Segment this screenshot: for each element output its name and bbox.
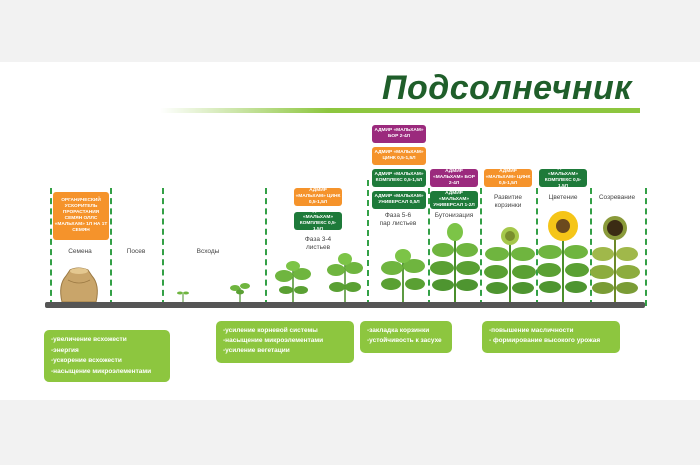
stage-divider bbox=[50, 188, 52, 306]
benefit-item: -усиление вегетации bbox=[223, 347, 290, 354]
stage-divider bbox=[645, 188, 647, 306]
stage-divider bbox=[162, 188, 164, 306]
benefit-item: -насыщение микроэлементами bbox=[223, 337, 324, 344]
basket-plant-icon bbox=[484, 227, 536, 302]
benefit-item: -ускорение всхожести bbox=[51, 357, 122, 364]
tag-phase56-zinc: АДМИР «МАЛЬХАМ» ЦИНК 0,5-1,5Л bbox=[372, 147, 426, 165]
stage-label-seeds: Семена bbox=[68, 248, 92, 255]
tag-phase56-bor: АДМИР «МАЛЬХАМ» БОР 2-4Л bbox=[372, 125, 426, 143]
stage-label-phase34: Фаза 3-4 листьев bbox=[304, 236, 332, 251]
leafy-plant-icon bbox=[381, 249, 425, 302]
tag-budding-bor: АДМИР «МАЛЬХАМ» БОР 2-4Л bbox=[430, 169, 478, 187]
benefit-item: -энергия bbox=[51, 346, 79, 354]
tag-phase56-universal: АДМИР «МАЛЬХАМ» УНИВЕРСАЛ 0,5Л bbox=[372, 191, 426, 209]
tag-phase56-complex: АДМИР «МАЛЬХАМ» КОМПЛЕКС 0,5-1,5Л bbox=[372, 169, 426, 187]
seedling-icon bbox=[230, 283, 250, 302]
stage-label-basket: Развитие корзинки bbox=[494, 194, 522, 209]
tag-phase34-zinc: АДМИР «МАЛЬХАМ» ЦИНК 0,5-1,5Л bbox=[294, 188, 342, 206]
stage-divider bbox=[110, 188, 112, 306]
benefit-item: -насыщение микроэлементами bbox=[51, 367, 152, 375]
benefit-item: -усиление корневой системы bbox=[223, 327, 318, 334]
benefit-item: -устойчивость к засухе bbox=[367, 337, 442, 344]
benefit-item: -повышение масличности bbox=[489, 327, 574, 334]
stage-label-ripening: Созревание bbox=[598, 194, 636, 201]
sunflower-icon bbox=[537, 211, 589, 302]
stage-divider bbox=[265, 188, 267, 306]
stage-label-shoots: Всходы bbox=[196, 248, 220, 255]
benefit-item: - формирование высокого урожая bbox=[489, 337, 601, 344]
stage-divider bbox=[428, 188, 430, 306]
stage-label-flowering: Цветение bbox=[548, 194, 578, 201]
stage-divider bbox=[367, 180, 369, 306]
young-plant-icon bbox=[275, 261, 311, 302]
stage-label-sowing: Посев bbox=[126, 248, 146, 255]
benefits-box-late: -повышение масличности - формирование вы… bbox=[482, 321, 620, 353]
benefit-item: -закладка корзинки bbox=[367, 327, 430, 334]
stage-divider bbox=[480, 188, 482, 306]
tag-flowering-complex: АДМИР «МАЛЬХАМ» КОМПЛЕКС 0,5-1,5Л bbox=[539, 166, 587, 189]
tag-budding-universal: АДМИР «МАЛЬХАМ» УНИВЕРСАЛ 1-2Л bbox=[430, 191, 478, 209]
tag-phase34-complex: АДМИР «МАЛЬХАМ» КОМПЛЕКС 0,5-1,5Л bbox=[294, 209, 342, 232]
ground-line bbox=[45, 302, 645, 308]
stage-divider bbox=[536, 188, 538, 306]
stage-label-phase56: Фаза 5-6 пар листьев bbox=[379, 212, 417, 227]
ripe-sunflower-icon bbox=[590, 216, 640, 302]
stage-label-budding: Бутонизация bbox=[434, 212, 474, 219]
seed-sack-icon bbox=[60, 267, 98, 303]
benefit-item: -увеличение всхожести bbox=[51, 336, 127, 343]
young-plant-icon bbox=[327, 253, 363, 302]
benefits-box-seeds: -увеличение всхожести -энергия -ускорени… bbox=[44, 330, 170, 382]
title-underline bbox=[160, 108, 640, 113]
page-title: Подсолнечник bbox=[382, 69, 633, 107]
budding-plant-icon bbox=[430, 223, 480, 302]
benefits-box-early: -усиление корневой системы -насыщение ми… bbox=[216, 321, 354, 363]
tag-seed-accelerator: ОРГАНИЧЕСКИЙ УСКОРИТЕЛЬ ПРОРАСТАНИЯ СЕМЯ… bbox=[53, 192, 109, 240]
tag-basket-zinc: АДМИР «МАЛЬХАМ» ЦИНК 0,5-1,5Л bbox=[484, 169, 532, 187]
stage-divider bbox=[590, 188, 592, 306]
benefits-box-mid: -закладка корзинки -устойчивость к засух… bbox=[360, 321, 452, 353]
sprout-icon bbox=[177, 291, 189, 302]
